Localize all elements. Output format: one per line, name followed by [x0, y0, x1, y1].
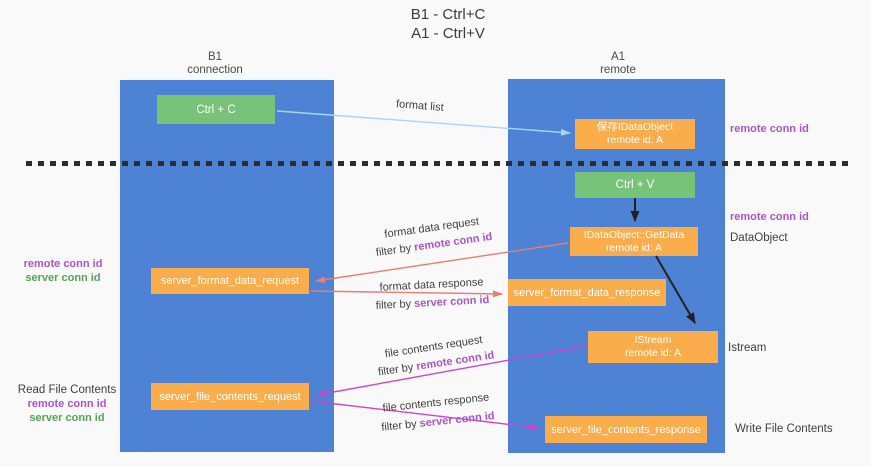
format-response-label: server_format_data_response — [513, 286, 661, 299]
left-read-file-contents-label: Read File Contents — [17, 384, 117, 396]
left-bottom-server-conn-id: server conn id — [29, 412, 105, 424]
format-request-label: server_format_data_request — [160, 275, 300, 287]
lane-b1-role: connection — [187, 64, 243, 76]
istream-line1: IStream — [634, 334, 672, 346]
file-contents-response-label: file contents response filter by server … — [372, 388, 501, 439]
getdata-line1: IDataObject::GetData — [583, 228, 685, 241]
server-conn-id-text: server conn id — [419, 410, 496, 430]
file-response-label: server_file_contents_response — [551, 423, 701, 436]
lane-a1-role: remote — [600, 64, 636, 76]
filter-by-text: filter by — [375, 298, 412, 312]
right-istream-label: Istream — [728, 342, 767, 354]
filter-by-text: filter by — [380, 418, 418, 434]
server-file-contents-response-box: server_file_contents_response — [545, 416, 707, 443]
server-format-data-response-box: server_format_data_response — [508, 279, 666, 306]
idataobject-getdata-box: IDataObject::GetData remote id: A — [570, 227, 698, 256]
save-idataobject-box: 保存IDataObject remote id: A — [575, 119, 695, 149]
diagram-title: B1 - Ctrl+C A1 - Ctrl+V — [348, 5, 548, 43]
istream-line2: remote id: A — [624, 347, 682, 359]
file-request-label: server_file_contents_request — [159, 390, 301, 403]
left-bottom-labels: Read File Contents remote conn id server… — [14, 383, 120, 425]
right-remote-conn-id-top: remote conn id — [730, 123, 809, 135]
lane-header-a1: A1 remote — [558, 51, 678, 77]
title-line-2: A1 - Ctrl+V — [411, 25, 485, 42]
right-remote-conn-id-mid: remote conn id — [730, 211, 809, 223]
server-format-data-request-box: server_format_data_request — [151, 268, 309, 294]
ctrl-c-box: Ctrl + C — [157, 95, 275, 124]
format-list-label: format list — [395, 98, 445, 114]
left-mid-conn-ids: remote conn id server conn id — [18, 257, 108, 285]
machine-boundary-dashed-line — [26, 161, 850, 166]
ctrl-c-label: Ctrl + C — [196, 103, 236, 116]
save-idataobject-line1: 保存IDataObject — [596, 121, 674, 133]
save-idataobject-line2: remote id: A — [606, 134, 664, 146]
filter-by-text: filter by — [375, 242, 412, 260]
format-data-request-label: format data request filter by remote con… — [370, 212, 496, 263]
istream-box: IStream remote id: A — [588, 331, 718, 363]
ctrl-v-box: Ctrl + V — [575, 172, 695, 198]
format-data-response-label: format data response filter by server co… — [371, 273, 493, 315]
title-line-1: B1 - Ctrl+C — [410, 6, 486, 23]
left-bottom-remote-conn-id: remote conn id — [27, 398, 107, 410]
left-mid-server-conn-id: server conn id — [25, 272, 101, 284]
getdata-line2: remote id: A — [605, 241, 663, 254]
lane-header-b1: B1 connection — [155, 51, 275, 77]
filter-by-text: filter by — [377, 361, 415, 379]
left-mid-remote-conn-id: remote conn id — [23, 258, 103, 270]
lane-b1-name: B1 — [207, 51, 223, 63]
ctrl-v-label: Ctrl + V — [615, 179, 655, 191]
right-dataobject-label: DataObject — [730, 232, 788, 244]
file-contents-request-label: file contents request filter by remote c… — [372, 330, 498, 382]
right-write-file-contents-label: Write File Contents — [735, 423, 833, 435]
server-conn-id-text: server conn id — [413, 294, 490, 310]
lane-a1-name: A1 — [610, 51, 626, 63]
server-file-contents-request-box: server_file_contents_request — [151, 383, 309, 410]
